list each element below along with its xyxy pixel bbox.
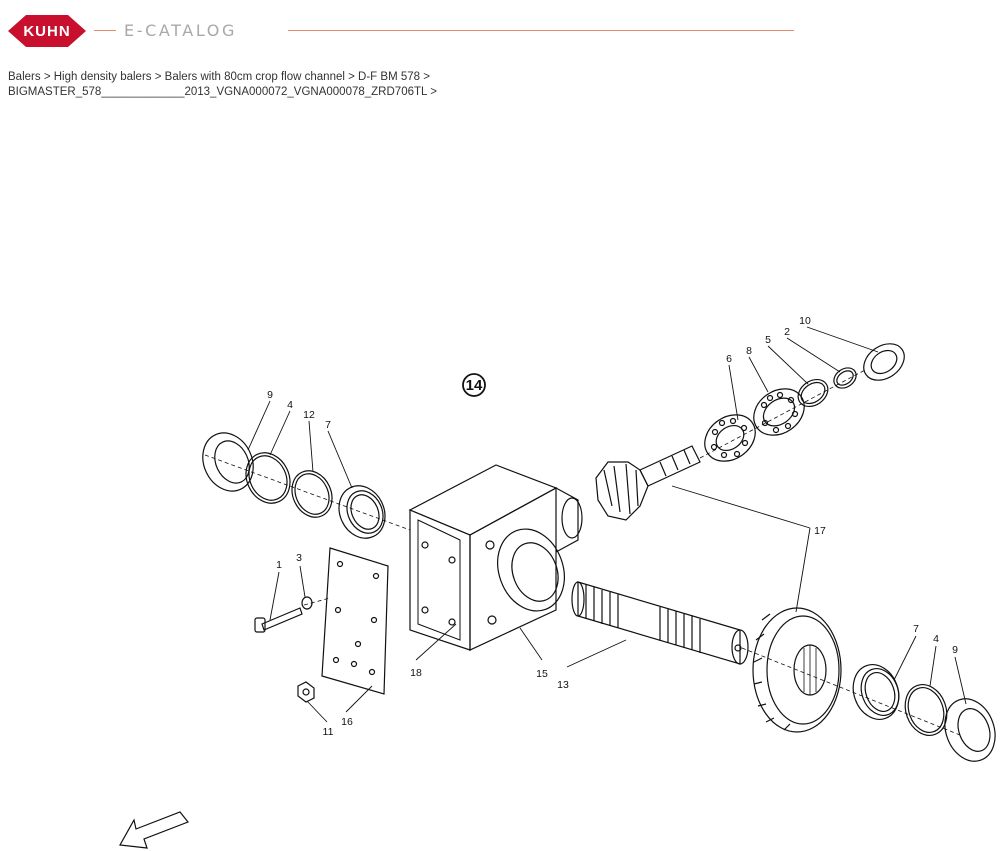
logo-text: KUHN — [23, 22, 71, 40]
callout-4-right[interactable]: 4 — [933, 633, 939, 645]
exploded-parts-diagram: 14 9 4 12 7 10 2 5 8 6 17 1 3 11 16 18 1… — [119, 315, 996, 849]
breadcrumb: Balers > High density balers > Balers wi… — [8, 70, 708, 100]
kuhn-logo[interactable]: KUHN — [8, 12, 86, 50]
callout-8[interactable]: 8 — [746, 345, 752, 357]
header-rule-left — [94, 30, 116, 31]
assembly-circle — [462, 373, 486, 397]
assembly-lines — [204, 369, 961, 736]
breadcrumb-separator: > — [430, 86, 437, 98]
breadcrumb-separator: > — [154, 71, 162, 83]
callout-2[interactable]: 2 — [784, 326, 790, 338]
nut-11 — [297, 681, 315, 703]
seal-10 — [863, 343, 905, 381]
seal-9-right — [944, 698, 996, 762]
callout-13[interactable]: 13 — [557, 679, 569, 691]
ring-2 — [833, 367, 857, 389]
ring-4-right — [904, 684, 948, 736]
callout-1[interactable]: 1 — [276, 559, 282, 571]
breadcrumb-item-balers[interactable]: Balers — [8, 71, 41, 83]
callout-4-left[interactable]: 4 — [287, 399, 293, 411]
callout-7-right[interactable]: 7 — [913, 623, 919, 635]
callout-12[interactable]: 12 — [303, 409, 315, 421]
callout-9-right[interactable]: 9 — [952, 644, 958, 656]
breadcrumb-separator: > — [43, 71, 51, 83]
callout-11[interactable]: 11 — [323, 726, 334, 738]
bearing-7-left — [338, 485, 386, 539]
ring-4-left — [245, 452, 291, 504]
breadcrumb-item-serial[interactable]: BIGMASTER_578_____________2013_VGNA00007… — [8, 86, 427, 98]
output-shaft-13 — [571, 581, 749, 665]
cover-plate-16 — [321, 547, 389, 695]
callout-16[interactable]: 16 — [341, 716, 353, 728]
gearbox-housing-15 — [408, 464, 583, 651]
callout-3[interactable]: 3 — [296, 552, 302, 564]
callout-18[interactable]: 18 — [410, 667, 422, 679]
breadcrumb-separator: > — [423, 71, 430, 83]
header-rule-right — [288, 30, 794, 31]
callout-6[interactable]: 6 — [726, 353, 732, 365]
callout-7-left[interactable]: 7 — [325, 419, 331, 431]
direction-arrow-icon — [119, 811, 189, 849]
breadcrumb-separator: > — [348, 71, 355, 83]
leader-lines — [247, 326, 967, 723]
callout-10[interactable]: 10 — [799, 315, 811, 327]
callout-17[interactable]: 17 — [814, 525, 826, 537]
seal-9-left — [202, 432, 254, 492]
breadcrumb-item-high-density[interactable]: High density balers — [53, 71, 152, 83]
callout-15[interactable]: 15 — [536, 668, 548, 680]
breadcrumb-item-model[interactable]: D-F BM 578 — [358, 71, 421, 83]
bearing-7-right — [852, 664, 900, 720]
assembly-number: 14 — [466, 377, 483, 394]
callout-9-left[interactable]: 9 — [267, 389, 273, 401]
ring-5 — [797, 378, 829, 408]
bolt-1 — [254, 607, 303, 633]
breadcrumb-item-80cm-channel[interactable]: Balers with 80cm crop flow channel — [164, 71, 345, 83]
ring-12 — [291, 470, 333, 518]
catalog-title: E-CATALOG — [124, 21, 237, 40]
callout-5[interactable]: 5 — [765, 334, 771, 346]
header: KUHN E-CATALOG — [0, 0, 1000, 60]
logo-shape — [8, 15, 86, 47]
washer-3 — [301, 596, 313, 610]
pinion-shaft-17 — [595, 445, 701, 521]
